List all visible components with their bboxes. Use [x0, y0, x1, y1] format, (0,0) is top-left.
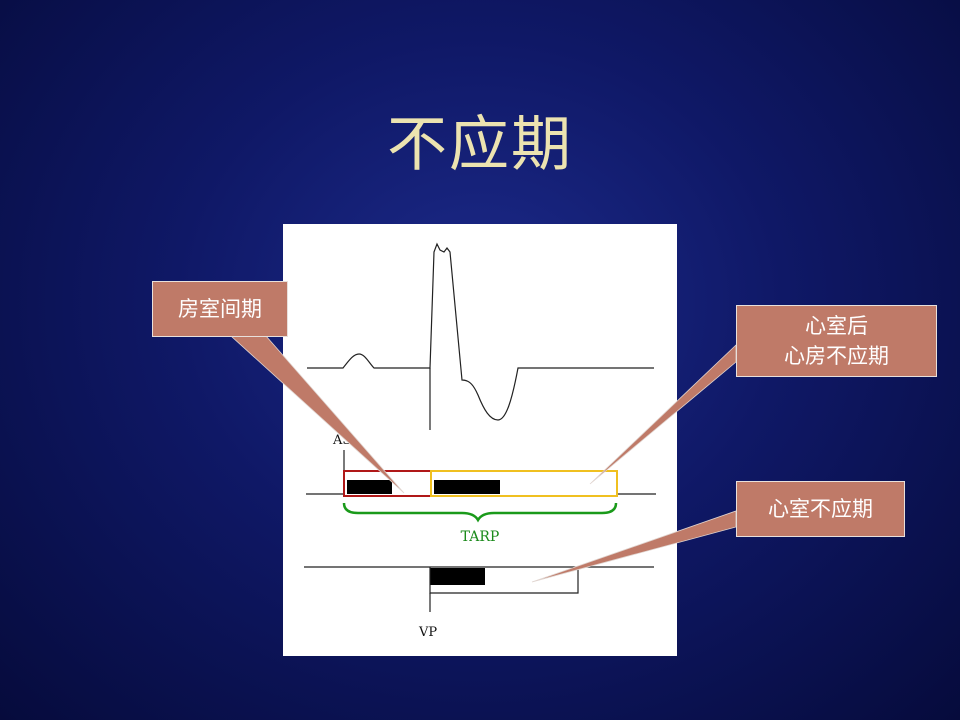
tarp-brace: [342, 502, 618, 523]
vrp-callout-text: 心室不应期: [768, 497, 873, 521]
pvarp-callout: 心室后 心房不应期: [736, 305, 937, 377]
tarp-label: TARP: [461, 529, 500, 545]
av-interval-callout: 房室间期: [152, 281, 288, 337]
ventricular-refractory-bar: [430, 568, 485, 585]
vrp-callout-pointer: [531, 510, 737, 583]
atrial-refractory-bar: [347, 480, 392, 494]
pvarp-callout-pointer: [589, 344, 737, 485]
pvarp-callout-line2: 心房不应期: [784, 344, 889, 368]
av-interval-callout-text: 房室间期: [178, 297, 262, 321]
pvarp-callout-line1: 心室后: [805, 314, 868, 338]
av-callout-pointer: [229, 335, 405, 494]
ventricular-refractory-bracket: [429, 567, 579, 594]
vp-label: VP: [418, 625, 437, 640]
slide-title: 不应期: [387, 110, 573, 180]
ecg-waveform: [307, 242, 654, 421]
vrp-callout: 心室不应期: [736, 481, 905, 537]
pvarp-bar: [434, 480, 500, 494]
